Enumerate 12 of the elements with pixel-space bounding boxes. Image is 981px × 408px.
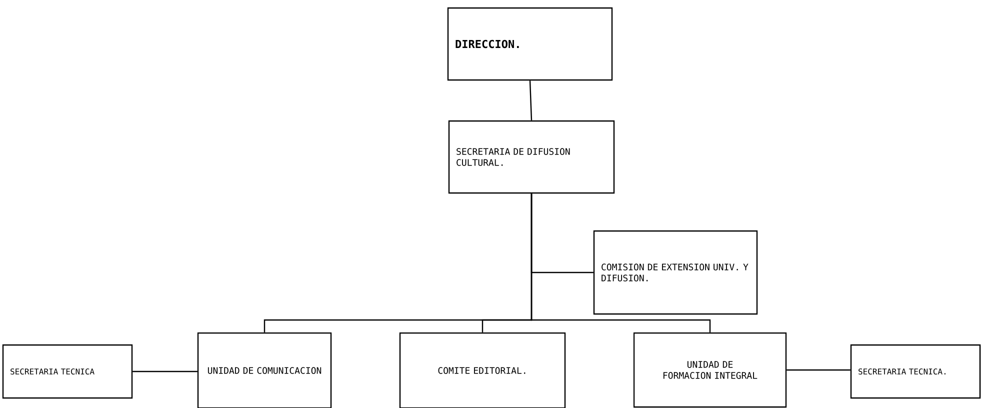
org-box: DIRECCION.	[447, 7, 613, 81]
connector-line	[530, 194, 711, 332]
org-box: SECRETARIA TECNICA.	[850, 344, 981, 399]
org-box: SECRETARIA DE DIFUSION CULTURAL.	[448, 120, 615, 194]
org-box: COMITE EDITORIAL.	[399, 332, 566, 408]
connector-line	[529, 80, 532, 120]
org-box: UNIDAD DE COMUNICACION	[197, 332, 332, 408]
org-box: SECRETARIA TECNICA	[2, 344, 133, 399]
org-box: UNIDAD DE FORMACION INTEGRAL	[633, 332, 787, 408]
org-box: COMISION DE EXTENSION UNIV. Y DIFUSION.	[593, 230, 758, 315]
connector-line	[132, 370, 198, 372]
connector-line	[786, 369, 850, 371]
